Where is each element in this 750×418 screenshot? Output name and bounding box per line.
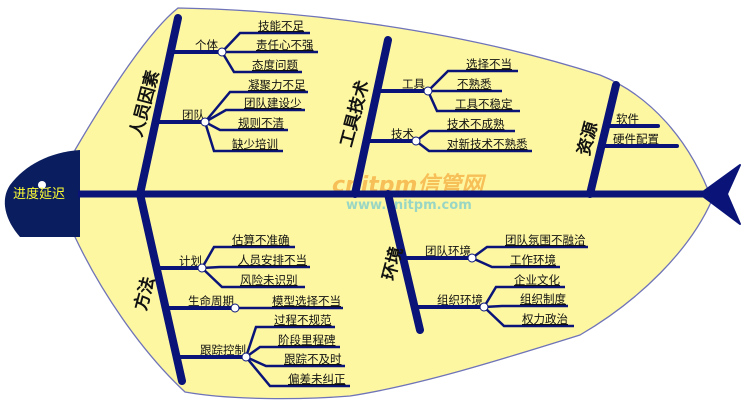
cause-line	[204, 108, 305, 124]
branch-node	[241, 352, 251, 362]
cause-label: 选择不当	[466, 57, 512, 71]
cause-line	[427, 69, 518, 92]
cause-label: 团队建设少	[244, 96, 302, 110]
branch-label: 个体	[195, 38, 218, 52]
category-bone	[384, 190, 424, 334]
cause-label: 责任心不强	[256, 38, 314, 52]
cause-line	[203, 121, 283, 153]
cause-label: 态度问题	[252, 58, 298, 72]
cause-label: 技术不成熟	[447, 117, 505, 131]
branch-label: 技术	[391, 127, 414, 141]
branch-label: 生命周期	[188, 294, 234, 308]
cause-label: 阶段里程碑	[278, 333, 336, 347]
branch-node	[217, 47, 227, 57]
cause-line	[200, 245, 295, 269]
branch-node	[467, 253, 477, 263]
cause-label: 凝聚力不足	[248, 78, 306, 92]
cause-label: 规则不清	[238, 116, 284, 130]
branch-node	[479, 302, 489, 312]
problem-label: 进度延迟	[13, 186, 65, 202]
category-bone	[136, 190, 186, 385]
cause-line	[220, 51, 302, 74]
cause-line	[415, 129, 515, 142]
cause-line	[483, 306, 574, 328]
branch-node	[423, 86, 433, 96]
branch-label: 跟踪控制	[200, 343, 246, 357]
cause-label: 软件	[616, 112, 639, 126]
fish-head	[4, 150, 80, 237]
watermark-url: www.cnitpm.com	[346, 198, 472, 213]
cause-line	[482, 285, 565, 308]
branch-label: 工具	[402, 77, 425, 91]
branch-label: 团队	[182, 108, 205, 122]
cause-label: 过程不规范	[274, 313, 332, 327]
cause-line	[471, 256, 560, 269]
cause-line	[245, 345, 340, 359]
cause-line	[245, 356, 350, 388]
cause-label: 估算不准确	[232, 233, 290, 247]
cause-line	[204, 120, 288, 132]
cause-label: 不熟悉	[457, 77, 492, 91]
fish-tail	[699, 164, 741, 225]
cause-label: 硬件配置	[613, 132, 659, 146]
cause-label: 跟踪不及时	[284, 352, 342, 366]
branch-node	[230, 303, 240, 313]
cause-label: 工作环境	[510, 253, 556, 267]
cause-line	[204, 90, 308, 123]
fish-eye	[38, 181, 46, 189]
cause-label: 缺少培训	[232, 137, 278, 151]
branch-label: 团队环境	[425, 244, 471, 258]
cause-label: 风险未识别	[240, 273, 298, 287]
cause-label: 模型选择不当	[272, 294, 341, 308]
cause-line	[201, 267, 305, 289]
cause-label: 权力政治	[522, 312, 568, 326]
cause-label: 对新技术不熟悉	[447, 137, 528, 151]
category-bone	[136, 14, 182, 198]
cause-label: 人员安排不当	[238, 253, 307, 267]
cause-line	[426, 90, 520, 113]
category-bone	[351, 36, 392, 198]
cause-label: 技能不足	[258, 19, 304, 33]
branch-node	[411, 136, 421, 146]
cause-line	[471, 245, 588, 260]
cause-line	[483, 304, 568, 309]
branch-label: 组织环境	[437, 293, 483, 307]
cause-label: 组织制度	[520, 292, 566, 306]
cause-line	[415, 140, 532, 153]
branch-node	[200, 117, 210, 127]
cause-label: 企业文化	[514, 273, 560, 287]
branch-label: 计划	[179, 254, 202, 268]
category-bone	[586, 81, 620, 198]
cause-line	[201, 265, 310, 270]
cause-label: 工具不稳定	[455, 97, 513, 111]
branch-node	[197, 263, 207, 273]
cause-line	[221, 31, 310, 53]
cause-line	[245, 355, 345, 368]
cause-label: 团队氛围不融洽	[505, 233, 586, 247]
cause-label: 偏差未纠正	[288, 372, 346, 386]
cause-line	[244, 325, 335, 358]
